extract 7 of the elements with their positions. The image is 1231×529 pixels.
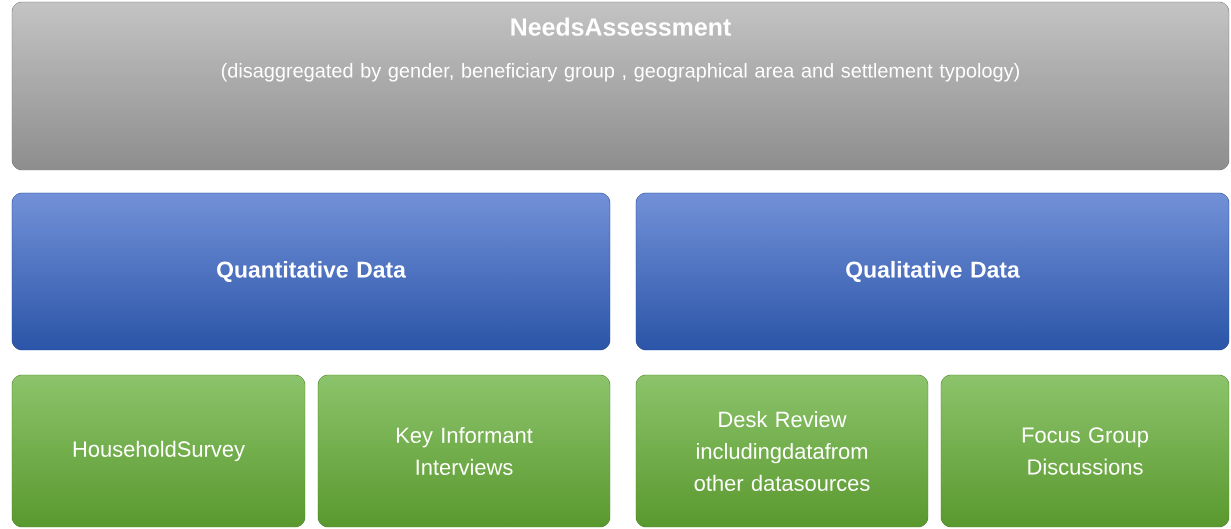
method-box: HouseholdSurvey (11, 374, 306, 528)
title-banner: NeedsAssessment (disaggregated by gender, beneficiary group , geographical area and settlement typology) (11, 1, 1230, 171)
method-box: Desk Review includingdatafrom other datasources (635, 374, 929, 528)
category-box: Quantitative Data (11, 192, 611, 351)
method-box: Focus Group Discussions (940, 374, 1230, 528)
category-box: Qualitative Data (635, 192, 1230, 351)
method-box: Key Informant Interviews (317, 374, 611, 528)
